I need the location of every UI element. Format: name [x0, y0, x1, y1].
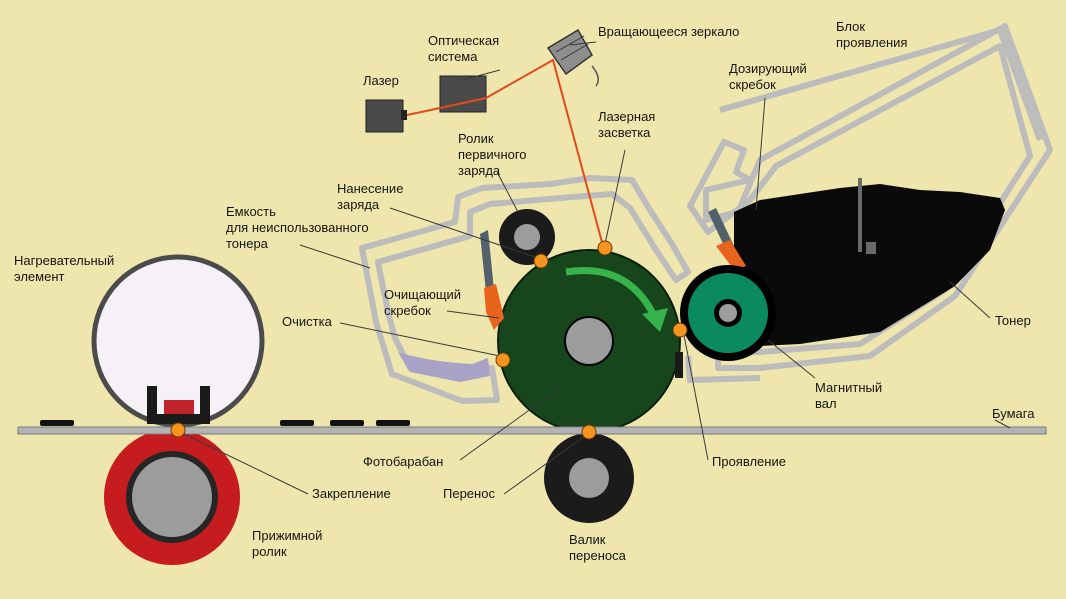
developer-unit-housing [687, 23, 1053, 371]
waste-toner-housing [359, 175, 691, 404]
toner-on-paper-3 [330, 420, 364, 426]
label-transfer: Перенос [443, 486, 495, 501]
label-heater-1: Нагревательный [14, 253, 114, 268]
developer-unit-lid [719, 27, 1043, 142]
cleaning-blade [480, 230, 494, 292]
label-waste-2: для неиспользованного [226, 220, 369, 235]
label-waste-1: Емкость [226, 204, 276, 219]
label-cleaning: Очистка [282, 314, 333, 329]
toner-on-paper-2 [280, 420, 314, 426]
drum-rotation-arrow-head [642, 308, 668, 332]
pressure-roller-core [132, 457, 212, 537]
contact-point-laser-exposure [597, 240, 613, 256]
laser-unit [365, 99, 404, 133]
label-pcr-1: Ролик [458, 131, 494, 146]
contact-point-transfer [581, 424, 597, 440]
label-waste-3: тонера [226, 236, 269, 251]
label-transfer-roller-2: переноса [569, 548, 627, 563]
primary-charge-roller-core [514, 224, 540, 250]
label-mirror: Вращающееся зеркало [598, 24, 739, 39]
label-doctor-2: скребок [729, 77, 776, 92]
developer-seal [675, 352, 683, 378]
label-fixing: Закрепление [312, 486, 391, 501]
contact-point-cleaning [495, 352, 511, 368]
photodrum-core [564, 316, 614, 366]
heater-element [164, 400, 194, 414]
label-pcr-2: первичного [458, 147, 527, 162]
leader-lines [179, 41, 1011, 495]
label-doctor-1: Дозирующий [729, 61, 807, 76]
magnetic-roller-shaft [719, 304, 737, 322]
toner-mass [734, 184, 1005, 346]
label-charging-2: заряда [337, 197, 380, 212]
label-pressure-1: Прижимной [252, 528, 322, 543]
contact-point-charging [533, 253, 549, 269]
contact-points [170, 240, 688, 440]
toner-on-paper-1 [40, 420, 74, 426]
cleaning-blade-tip [484, 284, 504, 330]
label-charging-1: Нанесение [337, 181, 403, 196]
label-laser-exposure-2: засветка [598, 125, 651, 140]
label-wiper-2: скребок [384, 303, 431, 318]
drum-rotation-arrow [565, 267, 660, 322]
label-dev-unit-2: проявления [836, 35, 907, 50]
label-heater-2: элемент [14, 269, 65, 284]
label-dev-unit-1: Блок [836, 19, 865, 34]
toner-stirrer-tip [866, 242, 876, 254]
label-magnetic-2: вал [815, 396, 837, 411]
doctor-blade-tip [716, 240, 746, 270]
heater-element-bracket [147, 386, 210, 424]
heater-roller [91, 254, 265, 428]
paper-sheet [17, 426, 1047, 435]
label-magnetic-1: Магнитный [815, 380, 882, 395]
label-pressure-2: ролик [252, 544, 287, 559]
label-optics-2: система [428, 49, 478, 64]
label-wiper-1: Очищающий [384, 287, 461, 302]
label-optics-1: Оптическая [428, 33, 499, 48]
label-toner: Тонер [995, 313, 1031, 328]
label-laser: Лазер [363, 73, 399, 88]
laser-nozzle [401, 110, 407, 120]
contact-point-development [672, 322, 688, 338]
rotating-mirror [546, 28, 593, 76]
contact-point-fixing [170, 422, 186, 438]
developer-unit-front [685, 355, 761, 384]
label-paper: Бумага [992, 406, 1035, 421]
waste-toner [398, 352, 490, 382]
doctor-blade [708, 208, 734, 250]
laser-beam [406, 58, 604, 247]
toner-on-paper-4 [376, 420, 410, 426]
label-development: Проявление [712, 454, 786, 469]
label-laser-exposure-1: Лазерная [598, 109, 655, 124]
mirror-rotation-arrow [591, 65, 599, 87]
label-photodrum: Фотобарабан [363, 454, 443, 469]
label-transfer-roller-1: Валик [569, 532, 606, 547]
label-pcr-3: заряда [458, 163, 501, 178]
transfer-roller-core [569, 458, 609, 498]
